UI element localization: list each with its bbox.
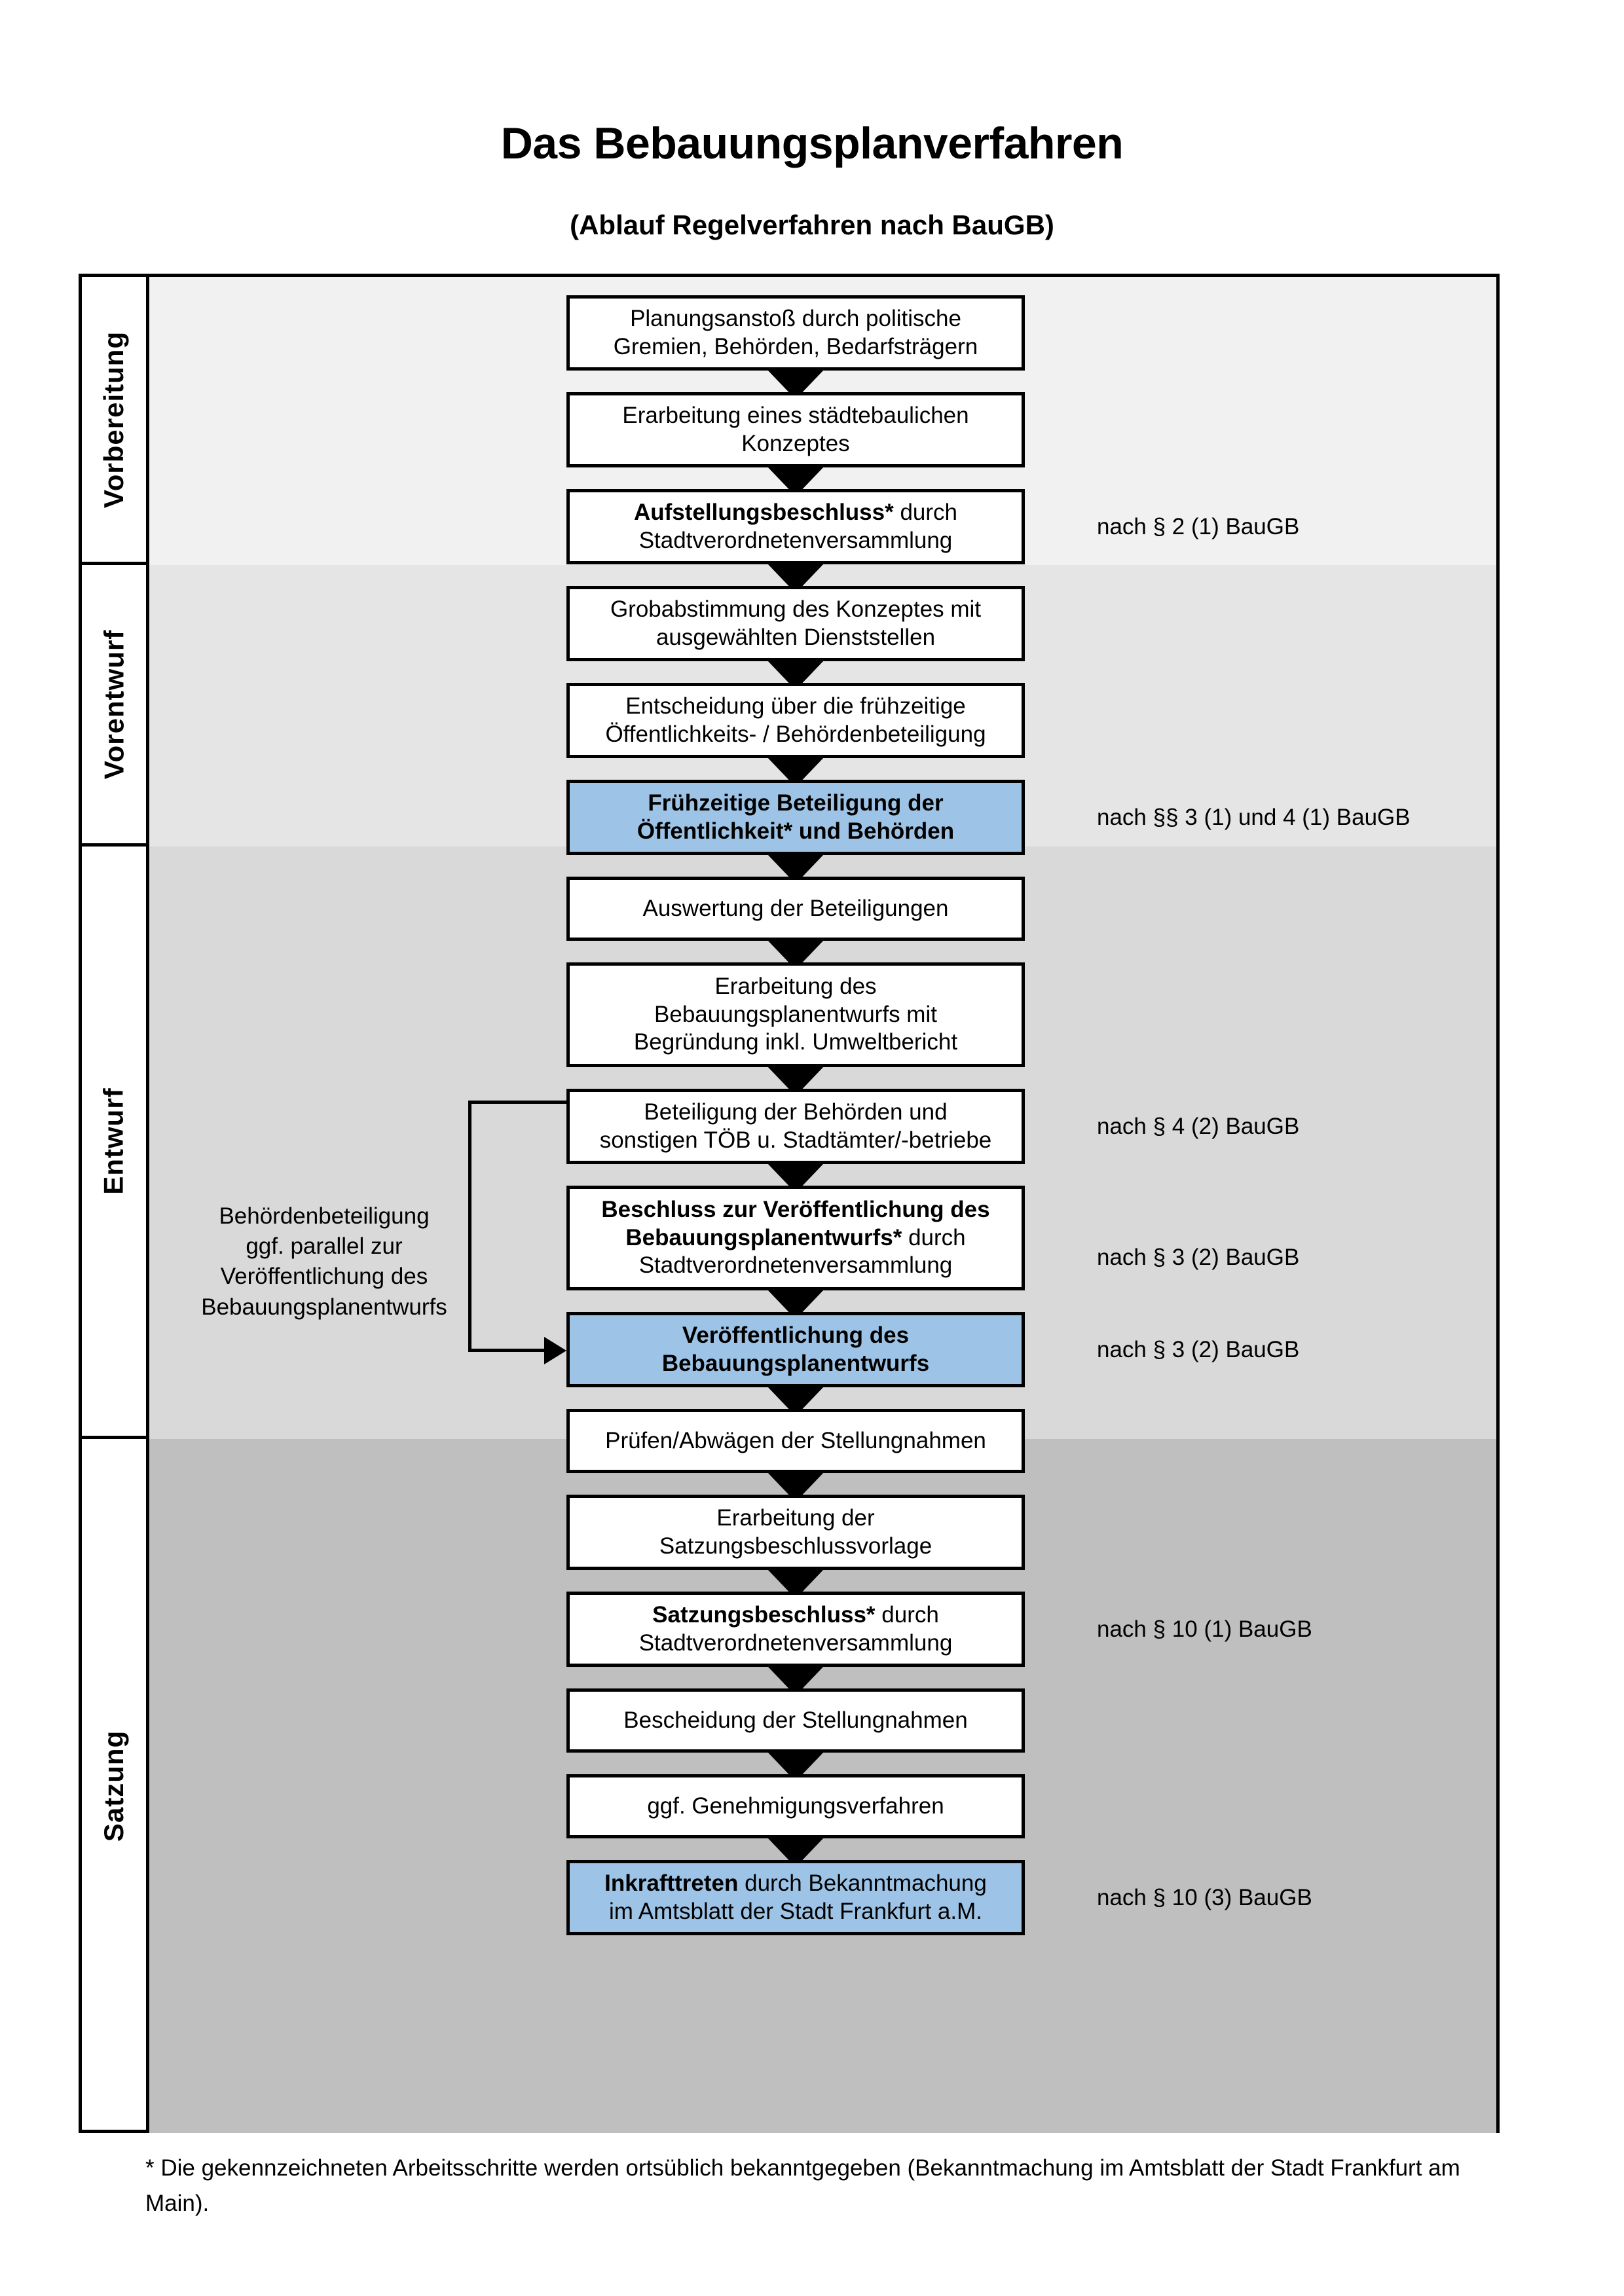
node-genehmigungsverfahren[interactable]: ggf. Genehmigungsverfahren: [566, 1774, 1025, 1838]
node-line: Konzeptes: [741, 430, 850, 456]
reference-paragraph-3-2-veroeffentlichung: nach § 3 (2) BauGB: [1097, 1337, 1300, 1362]
node-grobabstimmung[interactable]: Grobabstimmung des Konzeptes mit ausgewä…: [566, 586, 1025, 661]
node-planungsanstoss[interactable]: Planungsanstoß durch politische Gremien,…: [566, 295, 1025, 371]
stage-label-column: Vorbereitung Vorentwurf Entwurf Satzung: [82, 277, 146, 2130]
stage-label-text: Vorentwurf: [98, 629, 129, 779]
node-line-bold: Beschluss zur Veröffentlichung des: [601, 1196, 990, 1222]
reference-paragraph-3-2-beschluss: nach § 3 (2) BauGB: [1097, 1245, 1300, 1270]
footnote: * Die gekennzeichneten Arbeitsschritte w…: [145, 2155, 1460, 2217]
stage-label-text: Entwurf: [98, 1087, 129, 1195]
node-line: Erarbeitung eines städtebaulichen: [622, 402, 969, 428]
node-line-bold: Veröffentlichung des: [682, 1322, 910, 1348]
side-note-line: Behördenbeteiligung: [219, 1203, 430, 1229]
node-satzungsbeschluss[interactable]: Satzungsbeschluss* durch Stadtverordnete…: [566, 1592, 1025, 1667]
stage-label-satzung: Satzung: [82, 1439, 146, 2133]
reference-paragraph-2-1: nach § 2 (1) BauGB: [1097, 514, 1300, 539]
reference-paragraph-10-3: nach § 10 (3) BauGB: [1097, 1885, 1312, 1910]
side-note-behoerdenbeteiligung: Behördenbeteiligung ggf. parallel zur Ve…: [167, 1201, 481, 1322]
node-line-bold: Inkrafttreten: [604, 1870, 739, 1896]
node-line-bold: Bebauungsplanentwurfs*: [625, 1224, 902, 1250]
node-auswertung-beteiligungen[interactable]: Auswertung der Beteiligungen: [566, 877, 1025, 941]
node-line: Planungsanstoß durch politische: [630, 305, 961, 331]
node-line: Öffentlichkeits- / Behördenbeteiligung: [605, 721, 986, 747]
node-line-suffix: durch Bekanntmachung: [738, 1870, 987, 1896]
page-subtitle: (Ablauf Regelverfahren nach BauGB): [570, 210, 1054, 240]
node-line: im Amtsblatt der Stadt Frankfurt a.M.: [609, 1898, 982, 1924]
node-line: Beteiligung der Behörden und: [644, 1099, 948, 1125]
node-line: ggf. Genehmigungsverfahren: [647, 1793, 944, 1819]
node-erarbeitung-satzungsbeschlussvorlage[interactable]: Erarbeitung der Satzungsbeschlussvorlage: [566, 1495, 1025, 1570]
loop-connector-bottom: [468, 1349, 547, 1352]
node-line: Bescheidung der Stellungnahmen: [623, 1707, 968, 1733]
node-line: Auswertung der Beteiligungen: [642, 895, 949, 921]
stage-label-vorbereitung: Vorbereitung: [82, 277, 146, 565]
side-note-line: ggf. parallel zur: [246, 1233, 403, 1260]
node-line-bold: Frühzeitige Beteiligung der: [648, 790, 944, 816]
reference-paragraph-3-1-4-1: nach §§ 3 (1) und 4 (1) BauGB: [1097, 805, 1411, 830]
side-note-line: Bebauungsplanentwurfs: [201, 1294, 447, 1320]
loop-arrow-head-icon: [544, 1337, 566, 1364]
node-line: Gremien, Behörden, Bedarfsträgern: [613, 333, 978, 359]
stage-label-entwurf: Entwurf: [82, 847, 146, 1439]
side-note-line: Veröffentlichung des: [220, 1264, 428, 1290]
label-column-divider: [146, 277, 149, 2130]
node-beschluss-veroeffentlichung[interactable]: Beschluss zur Veröffentlichung des Bebau…: [566, 1186, 1025, 1290]
node-line-bold: Bebauungsplanentwurfs: [661, 1350, 930, 1376]
node-line: Stadtverordnetenversammlung: [638, 527, 953, 553]
node-line: Satzungsbeschlussvorlage: [659, 1533, 932, 1559]
node-line: Stadtverordnetenversammlung: [638, 1252, 953, 1279]
node-fruehzeitige-beteiligung[interactable]: Frühzeitige Beteiligung der Öffentlichke…: [566, 780, 1025, 855]
node-line: ausgewählten Dienststellen: [655, 624, 936, 650]
node-line: Grobabstimmung des Konzeptes mit: [610, 596, 982, 622]
loop-connector-top: [468, 1101, 568, 1104]
node-line: Erarbeitung des: [714, 973, 877, 999]
diagram-frame: Vorbereitung Vorentwurf Entwurf Satzung …: [79, 274, 1500, 2133]
node-veroeffentlichung-bebauungsplanentwurf[interactable]: Veröffentlichung des Bebauungsplanentwur…: [566, 1312, 1025, 1387]
stage-label-text: Vorbereitung: [98, 331, 130, 508]
node-beteiligung-behoerden-toeb[interactable]: Beteiligung der Behörden und sonstigen T…: [566, 1089, 1025, 1164]
node-line-bold: Öffentlichkeit* und Behörden: [637, 818, 955, 844]
node-line: Prüfen/Abwägen der Stellungnahmen: [605, 1427, 986, 1453]
node-pruefen-abwaegen[interactable]: Prüfen/Abwägen der Stellungnahmen: [566, 1409, 1025, 1473]
page-title: Das Bebauungsplanverfahren: [500, 118, 1124, 168]
node-line: Begründung inkl. Umweltbericht: [633, 1029, 958, 1055]
node-line: Bebauungsplanentwurfs mit: [654, 1001, 937, 1027]
node-aufstellungsbeschluss[interactable]: Aufstellungsbeschluss* durch Stadtverord…: [566, 489, 1025, 564]
node-line-bold: Satzungsbeschluss*: [652, 1601, 876, 1628]
node-line: Erarbeitung der: [716, 1504, 875, 1531]
loop-connector-vertical: [468, 1101, 471, 1351]
node-line: sonstigen TÖB u. Stadtämter/-betriebe: [599, 1127, 992, 1153]
node-line-suffix: durch: [875, 1601, 939, 1628]
node-bescheidung-stellungnahmen[interactable]: Bescheidung der Stellungnahmen: [566, 1688, 1025, 1753]
node-entscheidung-fruehzeitige-beteiligung[interactable]: Entscheidung über die frühzeitige Öffent…: [566, 683, 1025, 758]
stage-label-text: Satzung: [98, 1730, 130, 1842]
node-line-suffix: durch: [893, 499, 958, 525]
reference-paragraph-4-2: nach § 4 (2) BauGB: [1097, 1114, 1300, 1139]
node-line: Stadtverordnetenversammlung: [638, 1630, 953, 1656]
stage-label-vorentwurf: Vorentwurf: [82, 565, 146, 847]
node-line-bold: Aufstellungsbeschluss*: [633, 499, 894, 525]
node-inkrafttreten[interactable]: Inkrafttreten durch Bekanntmachung im Am…: [566, 1860, 1025, 1935]
node-erarbeitung-bebauungsplanentwurf[interactable]: Erarbeitung des Bebauungsplanentwurfs mi…: [566, 962, 1025, 1067]
reference-paragraph-10-1: nach § 10 (1) BauGB: [1097, 1616, 1312, 1642]
node-line-suffix: durch: [902, 1224, 966, 1250]
node-line: Entscheidung über die frühzeitige: [625, 693, 966, 719]
node-staedtebauliches-konzept[interactable]: Erarbeitung eines städtebaulichen Konzep…: [566, 392, 1025, 467]
